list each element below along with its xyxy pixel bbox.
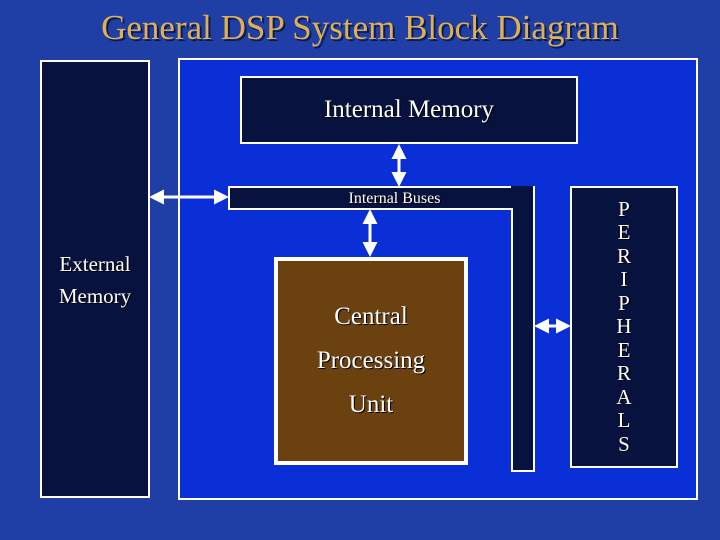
external-memory-label-line1: External: [59, 252, 131, 276]
peripherals-letter: R: [616, 361, 631, 386]
internal-buses-label: Internal Buses: [348, 190, 441, 207]
peripherals-letter: I: [620, 267, 628, 292]
peripherals-letter: R: [616, 243, 631, 268]
peripherals-letter: P: [618, 290, 630, 315]
cpu-label-line3: Unit: [348, 391, 394, 418]
internal-buses-horizontal: Internal Buses: [228, 186, 535, 210]
external-memory-label-line2: Memory: [58, 284, 132, 308]
cpu-label-line1: Central: [334, 303, 408, 330]
cpu-label-line2: Processing: [316, 347, 426, 374]
external-memory-label: External Memory: [42, 248, 148, 312]
diagram-title: General DSP System Block Diagram: [101, 8, 619, 47]
central-processing-unit-block: Central Processing Unit: [274, 257, 468, 465]
peripherals-letter: H: [616, 314, 632, 339]
internal-memory-label: Internal Memory: [323, 96, 495, 123]
peripherals-letter: P: [618, 196, 630, 221]
peripherals-letter: E: [617, 337, 631, 362]
peripherals-letter: S: [618, 431, 630, 456]
peripherals-letter: E: [617, 220, 631, 245]
bus-inner-edge-vertical: [511, 208, 513, 472]
peripherals-letter: A: [616, 384, 632, 409]
peripherals-letter: L: [617, 408, 631, 433]
external-memory-block: External Memory: [40, 60, 150, 498]
internal-memory-block: Internal Memory: [240, 76, 578, 144]
